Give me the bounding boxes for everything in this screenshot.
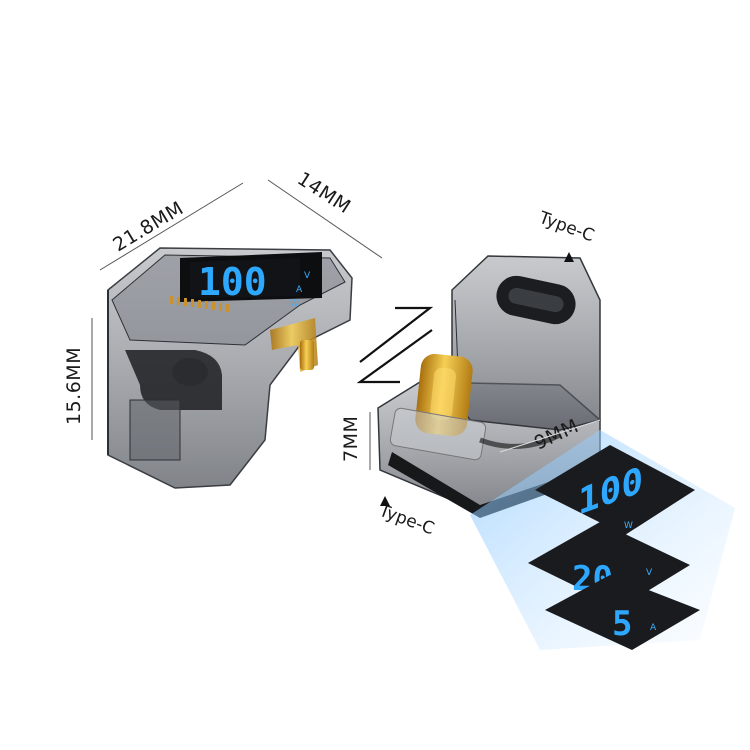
- display-panel-power: 100 W: [535, 445, 695, 535]
- svg-text:Type-C: Type-C: [375, 501, 436, 540]
- port-width-line: [499, 419, 601, 453]
- swap-arrows-icon: [356, 306, 434, 384]
- left-adapter: 100 V A W: [107, 247, 353, 489]
- display-unit-v: V: [304, 271, 311, 281]
- display-panel-current: 5 A: [545, 575, 700, 650]
- display-unit-a: A: [296, 285, 303, 295]
- type-c-plug: [389, 353, 487, 461]
- panel-current-value: 5: [612, 604, 632, 644]
- pcb-pins: [170, 296, 229, 312]
- arrow-up-icon: [380, 496, 390, 506]
- type-c-port: [496, 275, 576, 325]
- display-unit-w: W: [290, 299, 299, 309]
- svg-text:Type-C: Type-C: [535, 208, 596, 247]
- arrow-up-icon: [564, 252, 574, 262]
- display-value: 100: [198, 260, 267, 304]
- dim-length: 21.8MM: [109, 197, 187, 256]
- dimension-lines: [91, 179, 383, 470]
- dim-plug-height: 7MM: [340, 416, 362, 462]
- dim-width: 14MM: [293, 168, 354, 219]
- type-c-label-top: Type-C: [535, 208, 597, 262]
- panel-power-unit: W: [624, 521, 633, 531]
- panel-voltage-unit: V: [646, 568, 653, 578]
- panel-current-unit: A: [650, 623, 657, 633]
- dim-height: 15.6MM: [63, 347, 85, 425]
- right-adapter: [377, 255, 601, 518]
- left-display: 100 V A W: [180, 252, 322, 309]
- type-c-label-bottom: Type-C: [375, 496, 437, 540]
